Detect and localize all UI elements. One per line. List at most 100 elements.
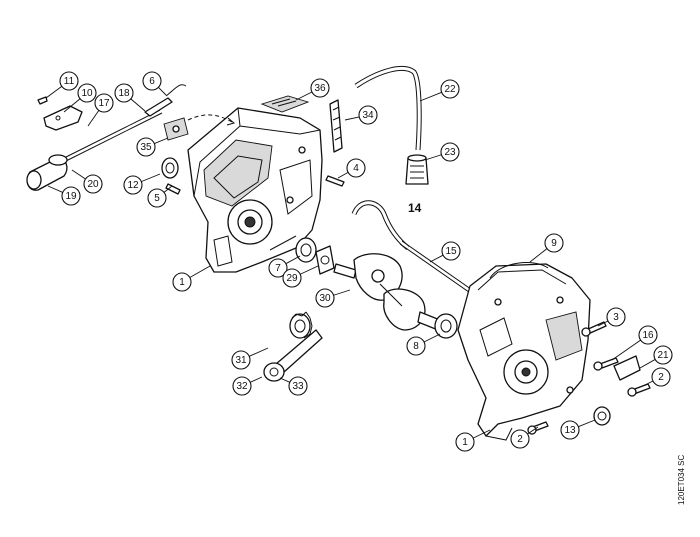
callout-number: 31 (235, 355, 247, 366)
callout-circle (231, 350, 251, 370)
callout-31: 31 (231, 347, 269, 370)
leader-line (154, 137, 169, 145)
leader-line (424, 154, 442, 161)
callout-35: 35 (136, 137, 169, 157)
callout-circle (441, 241, 461, 261)
callout-7: 7 (268, 255, 301, 278)
callout-33: 33 (279, 376, 308, 396)
callout-circle (142, 71, 162, 91)
leader-line (337, 171, 349, 179)
left-crankcase-half (187, 107, 323, 273)
leader-line (419, 91, 442, 102)
callout-6: 6 (142, 71, 167, 96)
leader-line (279, 377, 290, 383)
callout-number: 11 (64, 76, 75, 87)
leader-line (189, 265, 211, 278)
callout-number: 12 (127, 180, 139, 191)
callout-17: 17 (87, 93, 114, 127)
guide-arrow (226, 117, 236, 126)
leader-line (423, 333, 441, 343)
callout-circle (77, 83, 97, 103)
leader-line (63, 98, 81, 113)
right-crankcase-half (457, 262, 591, 441)
callout-number: 34 (362, 110, 374, 121)
leader-line (597, 320, 609, 327)
callout-circle (653, 345, 673, 365)
callout-number: 29 (286, 273, 298, 284)
callout-circle (268, 258, 288, 278)
callout-number: 7 (275, 263, 281, 274)
gasket-strip (329, 99, 343, 153)
callout-number: 36 (314, 83, 326, 94)
callout-number: 20 (87, 179, 99, 190)
callout-number: 13 (564, 425, 576, 436)
callout-circle (61, 186, 81, 206)
leader-line (344, 116, 360, 121)
callout-number: 1 (179, 277, 185, 288)
leader-line (130, 98, 146, 112)
pin-4 (325, 175, 345, 187)
callout-circle (282, 268, 302, 288)
callout-number: 18 (118, 88, 130, 99)
leader-line (333, 289, 351, 296)
callout-circle (315, 288, 335, 308)
leader-line (642, 380, 654, 387)
callout-number: 19 (65, 191, 77, 202)
callout-number: 17 (98, 98, 110, 109)
callout-4: 4 (337, 158, 366, 179)
callout-circle (406, 336, 426, 356)
callout-number: 2 (658, 372, 664, 383)
callout-number: 9 (551, 238, 557, 249)
leader-line (529, 248, 548, 263)
callout-circle (123, 175, 143, 195)
callout-number: 2 (517, 434, 523, 445)
callout-number: 16 (642, 330, 654, 341)
callout-2: 2 (510, 426, 539, 449)
callout-circle (358, 105, 378, 125)
callout-number: 21 (657, 350, 669, 361)
callout-circle (346, 158, 366, 178)
throttle-rod-assembly (26, 84, 189, 191)
leader-line (578, 419, 596, 428)
connecting-rod (263, 311, 323, 382)
callout-circle (83, 174, 103, 194)
callout-number: 3 (613, 312, 619, 323)
callout-29: 29 (282, 265, 319, 288)
callout-32: 32 (232, 376, 263, 396)
callout-1: 1 (455, 429, 491, 452)
callout-20: 20 (71, 169, 103, 194)
washer-and-pin (161, 157, 181, 195)
leader-line (71, 169, 86, 180)
fuel-hose-and-filter (354, 66, 429, 185)
callout-30: 30 (315, 288, 351, 308)
callout-11: 11 (45, 71, 79, 99)
callout-number: 33 (292, 381, 304, 392)
callout-10: 10 (63, 83, 97, 113)
callout-1: 1 (172, 265, 211, 292)
callout-18: 18 (114, 83, 146, 112)
leader-line (295, 91, 313, 101)
crankshaft (333, 253, 441, 331)
leader-line (639, 359, 656, 369)
cover-plate (260, 95, 310, 113)
callout-23: 23 (424, 142, 460, 162)
callout-21: 21 (639, 345, 673, 369)
image-code: 120ET034 SC (677, 455, 686, 505)
callout-circle (651, 367, 671, 387)
callout-circle (510, 429, 530, 449)
callout-circle (172, 272, 192, 292)
callout-number: 22 (444, 84, 456, 95)
callout-circle (59, 71, 79, 91)
callout-circle (560, 420, 580, 440)
callout-circle (288, 376, 308, 396)
callout-number: 5 (154, 193, 160, 204)
callout-circle (440, 79, 460, 99)
callout-number: 30 (319, 293, 331, 304)
guide-line (187, 114, 233, 123)
callout-13: 13 (560, 419, 596, 440)
callout-2: 2 (642, 367, 671, 387)
callout-15: 15 (429, 241, 461, 263)
leader-line (45, 85, 63, 99)
